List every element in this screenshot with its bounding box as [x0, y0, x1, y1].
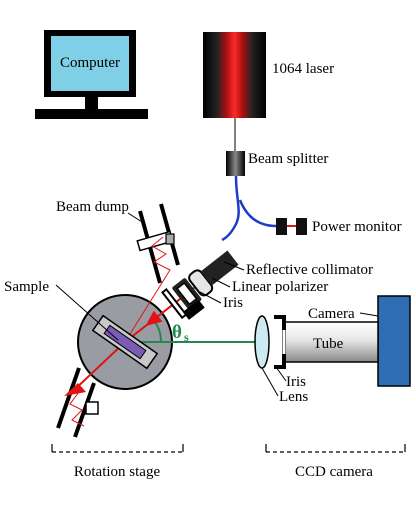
sample-leader	[55, 284, 119, 341]
lower-dump-reflections	[69, 387, 85, 427]
camera-label: Camera	[308, 306, 355, 322]
source-iris	[161, 287, 188, 320]
camera-tube	[284, 321, 379, 363]
beam-splitter-body	[226, 151, 245, 176]
source-iris-leader	[199, 291, 222, 304]
lower-beam-dump	[56, 341, 126, 438]
lens-leader	[261, 367, 279, 397]
scatter-angle-subscript: s	[184, 330, 189, 344]
sample-label: Sample	[4, 279, 49, 295]
sample-slab	[103, 324, 147, 360]
camera-lens	[254, 315, 270, 369]
rotation-stage-bracket: Rotation stage	[51, 444, 184, 480]
laser-body	[203, 32, 266, 118]
beam-dump-reflections	[124, 236, 171, 343]
lens-label: Lens	[279, 389, 308, 405]
power-monitor-block-right	[296, 218, 307, 235]
ccd-camera-bracket: CCD camera	[265, 444, 406, 480]
ccd-camera-label: CCD camera	[295, 464, 373, 480]
computer-neck	[85, 97, 98, 109]
linear-polarizer-label: Linear polarizer	[232, 279, 328, 295]
camera-iris-label: Iris	[286, 374, 306, 390]
beam-splitter-label: Beam splitter	[248, 151, 328, 167]
beam-dump	[124, 203, 180, 343]
lower-dump-plate-left	[56, 367, 81, 429]
power-monitor-label: Power monitor	[312, 219, 402, 235]
linear-polarizer-face	[176, 281, 198, 306]
sample	[91, 314, 159, 370]
collimator-leader	[223, 261, 245, 271]
beam-dump-label: Beam dump	[56, 199, 129, 215]
fiber-to-collimator	[221, 175, 240, 242]
power-monitor: Power monitor	[276, 218, 402, 235]
source-arm-labels: Reflective collimator Linear polarizer I…	[199, 261, 373, 311]
lower-dump-plate-right	[73, 382, 96, 438]
computer-label: Computer	[60, 55, 120, 71]
source-arm	[124, 250, 239, 343]
computer: Computer	[35, 30, 148, 119]
computer-screen	[51, 36, 129, 91]
laser-label: 1064 laser	[272, 61, 334, 77]
ccd-camera: Camera Tube Iris Lens	[254, 295, 411, 405]
tube-label: Tube	[313, 336, 344, 352]
camera-body	[377, 295, 411, 387]
source-iris-label: Iris	[223, 295, 243, 311]
computer-base	[35, 109, 148, 119]
polarizer-leader	[211, 277, 231, 288]
transmitted-beam	[71, 341, 126, 393]
beam-dump-leader	[127, 212, 143, 223]
scatter-angle-symbol: θ	[172, 322, 182, 343]
beam-dump-clamp-knob	[165, 233, 175, 245]
beam-splitter: Beam splitter	[226, 151, 328, 176]
power-monitor-block-left	[276, 218, 287, 235]
collimator-housing	[200, 250, 239, 286]
incident-beam-arrow	[145, 310, 163, 326]
fiber-to-power-monitor	[238, 199, 277, 228]
laser: 1064 laser	[203, 32, 334, 118]
rotation-stage-label: Rotation stage	[74, 464, 161, 480]
source-mount	[182, 299, 205, 320]
camera-iris-leader	[275, 366, 287, 382]
camera-label-leader	[359, 312, 379, 317]
lower-dump-clamp	[85, 401, 99, 415]
reflective-collimator-label: Reflective collimator	[246, 262, 373, 278]
